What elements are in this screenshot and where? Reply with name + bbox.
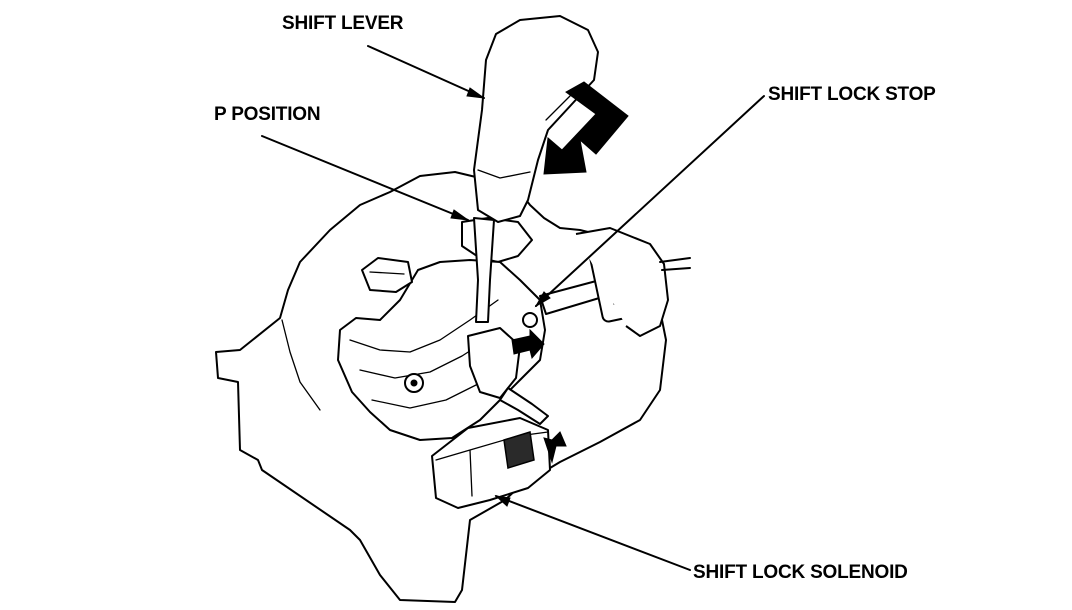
leader-arrowhead-shift-lock-stop (534, 291, 551, 308)
knob-push-arrow (543, 81, 629, 175)
label-shift-lever: SHIFT LEVER (282, 13, 404, 34)
cable (659, 257, 691, 263)
stop-pin (522, 312, 538, 328)
leader-shift-lever (367, 45, 485, 99)
mechanism-detail-1 (349, 299, 499, 353)
stop-arrow-icon (511, 328, 545, 360)
knob-base-ring (477, 169, 531, 179)
shift-gate-slot (461, 217, 533, 263)
lock-lever-stem (499, 387, 549, 425)
leader-arrowhead-shift-lever (466, 87, 485, 99)
console-housing (215, 171, 667, 603)
pivot-bolt-center (410, 379, 418, 387)
leader-arrowhead-p-position (450, 209, 469, 221)
label-shift-lock-stop: SHIFT LOCK STOP (768, 84, 936, 105)
solenoid-arrow-icon (543, 431, 567, 464)
bracket-top (361, 257, 413, 293)
leader-shift-lock-solenoid (495, 495, 691, 571)
shift-knob (473, 15, 599, 223)
bracket-rib (369, 271, 405, 275)
knob-highlight (545, 95, 571, 121)
leader-shift-lock-stop (535, 95, 765, 307)
housing-inner-edge (281, 319, 321, 411)
cable-lower (661, 267, 691, 271)
label-shift-lock-solenoid: SHIFT LOCK SOLENOID (693, 562, 908, 583)
mechanism-detail-3 (371, 383, 479, 409)
solenoid-connector (503, 431, 535, 469)
leader-arrowhead-shift-lock-solenoid (494, 495, 511, 507)
leader-p-position (261, 135, 469, 221)
label-p-position: P POSITION (214, 104, 321, 125)
